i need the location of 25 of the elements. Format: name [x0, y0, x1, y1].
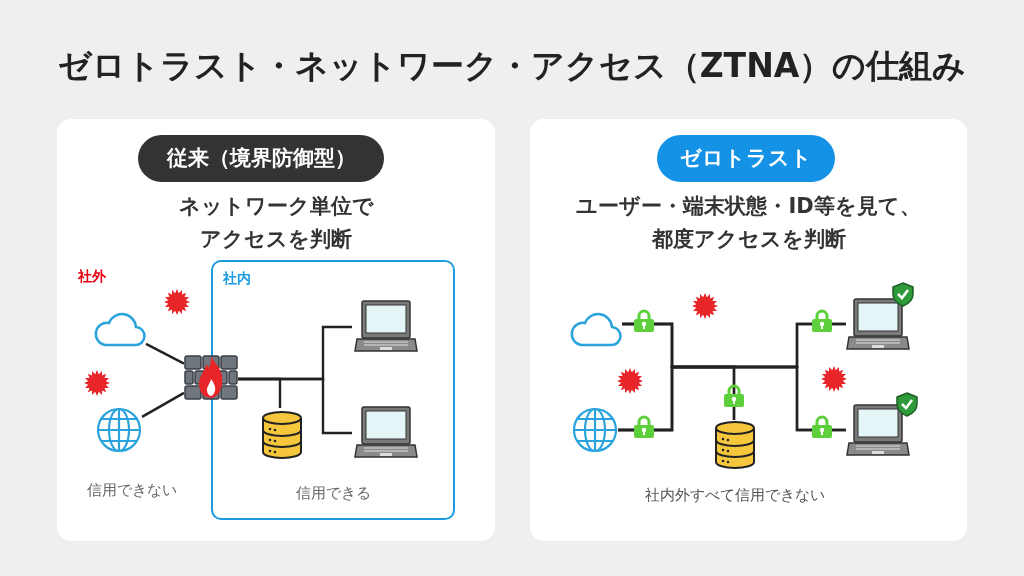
- connector-line: [618, 365, 736, 432]
- connector-line: [238, 377, 352, 435]
- cylinder-icon: [261, 410, 303, 460]
- description-text: ユーザー・端末状態・ID等を見て、都度アクセスを判断: [575, 193, 922, 253]
- caption-text: 信用できない: [86, 481, 178, 500]
- zone-label: 社内: [223, 270, 251, 288]
- globe-icon: [572, 407, 618, 453]
- panel-card: [530, 119, 967, 541]
- laptop-icon: [846, 297, 910, 351]
- connector-line: [145, 342, 185, 365]
- zone-label: 社外: [78, 268, 107, 286]
- connector-line: [141, 391, 185, 418]
- title-pill: 従来（境界防御型）: [138, 135, 384, 182]
- cloud-icon: [92, 312, 146, 348]
- firewall-icon: [184, 355, 238, 400]
- globe-icon: [96, 407, 142, 453]
- description-text: ネットワーク単位でアクセスを判断: [177, 193, 375, 253]
- title-pill: ゼロトラスト: [657, 135, 835, 182]
- cylinder-icon: [714, 420, 755, 470]
- panel-card: [57, 119, 495, 541]
- caption-text: 信用できる: [294, 484, 372, 503]
- cloud-icon: [568, 312, 622, 348]
- caption-text: 社内外すべて信用できない: [644, 486, 826, 505]
- title-text: ゼロトラスト・ネットワーク・アクセス（ZTNA）の仕組み: [57, 46, 967, 85]
- laptop-icon: [846, 403, 910, 457]
